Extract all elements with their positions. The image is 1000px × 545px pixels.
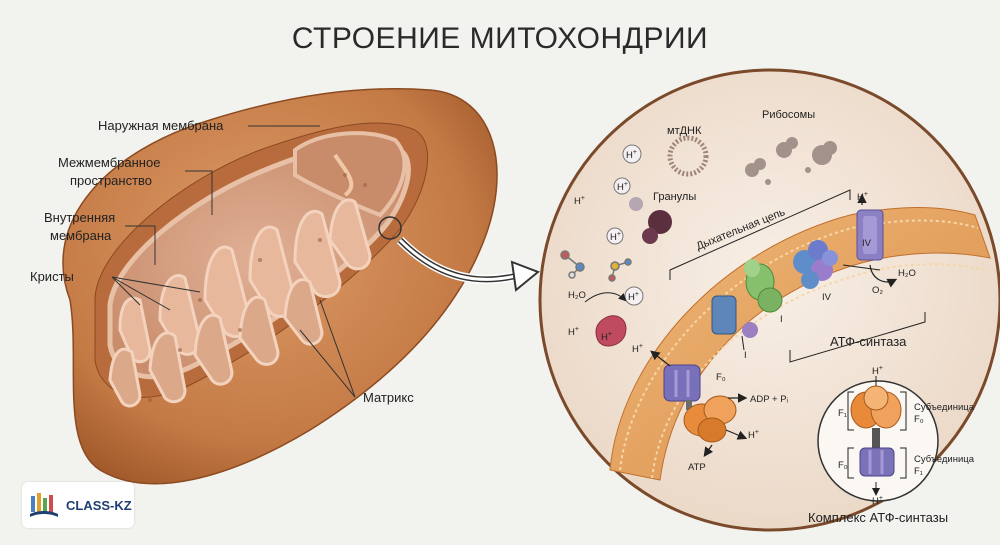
label-complex-i-b: I bbox=[744, 350, 747, 361]
page-title: СТРОЕНИЕ МИТОХОНДРИИ bbox=[291, 22, 709, 55]
proton-charge: + bbox=[581, 195, 585, 202]
proton-charge: + bbox=[879, 365, 883, 372]
h-ion-2: H+ bbox=[574, 195, 585, 207]
proton-charge: + bbox=[575, 326, 579, 333]
label-inner-membrane-2: мембрана bbox=[50, 228, 112, 243]
inset-subunit-bottom-2: F₁ bbox=[914, 466, 923, 477]
mitochondrion bbox=[62, 88, 540, 485]
label-h2o-left: H₂O bbox=[568, 290, 586, 301]
label-outer-membrane: Наружная мембрана bbox=[98, 118, 224, 133]
h-ion-8: H+ bbox=[632, 343, 643, 355]
zoom-marker bbox=[378, 216, 402, 240]
label-intermembrane-1: Межмембранное bbox=[58, 155, 160, 170]
inset-h-bottom: H+ bbox=[872, 495, 883, 507]
label-matrix: Матрикс bbox=[363, 390, 414, 405]
inset-caption: Комплекс АТФ-синтазы bbox=[808, 510, 948, 525]
atp-synthase-inset bbox=[817, 376, 939, 502]
h-ion-6: H+ bbox=[601, 331, 612, 343]
inset-h-top: H+ bbox=[872, 365, 883, 377]
h-ion-5: H+ bbox=[568, 326, 579, 338]
atp-synthase-membrane bbox=[663, 364, 737, 443]
granules bbox=[629, 197, 672, 244]
label-cristae: Кристы bbox=[30, 269, 74, 284]
inset-label-f1: F₁ bbox=[838, 408, 847, 419]
label-adp: ADP + Pᵢ bbox=[750, 394, 789, 405]
label-h2o-right: H₂O bbox=[898, 268, 916, 279]
complex-green bbox=[744, 259, 783, 313]
complex-blue bbox=[793, 240, 838, 289]
proton-charge: + bbox=[879, 495, 883, 502]
label-atp-synthase: АТФ-синтаза bbox=[830, 334, 907, 349]
label-complex-iv-a: IV bbox=[822, 292, 832, 303]
ribosomes bbox=[745, 137, 837, 185]
label-complex-i: I bbox=[780, 314, 783, 325]
proton-charge: + bbox=[617, 231, 621, 238]
inset-subunit-top-2: F₀ bbox=[914, 414, 924, 425]
proton-labels: H+ H+ H+ H+ H+ H+ H+ H+ H+ H+ bbox=[568, 149, 868, 441]
proton-charge: + bbox=[633, 149, 637, 156]
h-ion-3: H+ bbox=[617, 181, 628, 193]
label-complex-iv-b: IV bbox=[862, 238, 872, 249]
inset-label-f0: F₀ bbox=[838, 460, 848, 471]
inset-subunit-top-1: Субъединица bbox=[914, 402, 975, 413]
h-ion-9: H+ bbox=[748, 429, 759, 441]
proton-charge: + bbox=[608, 331, 612, 338]
molecules bbox=[560, 250, 632, 282]
label-granules: Гранулы bbox=[653, 191, 696, 203]
complex-iv bbox=[856, 209, 884, 261]
h-ion-10: H+ bbox=[857, 191, 868, 203]
label-inner-membrane-1: Внутренняя bbox=[44, 210, 115, 225]
label-mtdna: мтДНК bbox=[667, 125, 702, 137]
proton-charge: + bbox=[639, 343, 643, 350]
logo-text: CLASS-KZ bbox=[66, 497, 132, 513]
h-ion-7: H+ bbox=[628, 291, 639, 303]
h-ion-4: H+ bbox=[610, 231, 621, 243]
label-f0: F₀ bbox=[716, 372, 726, 383]
proton-charge: + bbox=[864, 191, 868, 198]
label-o2: O₂ bbox=[872, 285, 883, 296]
proton-ions bbox=[606, 144, 644, 306]
detail-circle bbox=[538, 68, 1000, 532]
class-kz-logo[interactable]: CLASS-KZ bbox=[22, 482, 134, 528]
inset-subunit-bottom-1: Субъединица bbox=[914, 454, 975, 465]
h-ion-1: H+ bbox=[626, 149, 637, 161]
leader-lines bbox=[111, 125, 356, 398]
proton-charge: + bbox=[624, 181, 628, 188]
proton-drop bbox=[595, 315, 627, 347]
label-ribosomes: Рибосомы bbox=[762, 109, 815, 121]
cristae-lower bbox=[108, 278, 324, 408]
proton-charge: + bbox=[635, 291, 639, 298]
mtdna-ring bbox=[667, 135, 709, 177]
complex-i bbox=[711, 295, 758, 338]
label-atp: ATP bbox=[688, 462, 706, 473]
books-icon bbox=[30, 493, 58, 517]
proton-charge: + bbox=[755, 429, 759, 436]
label-intermembrane-2: пространство bbox=[70, 173, 152, 188]
